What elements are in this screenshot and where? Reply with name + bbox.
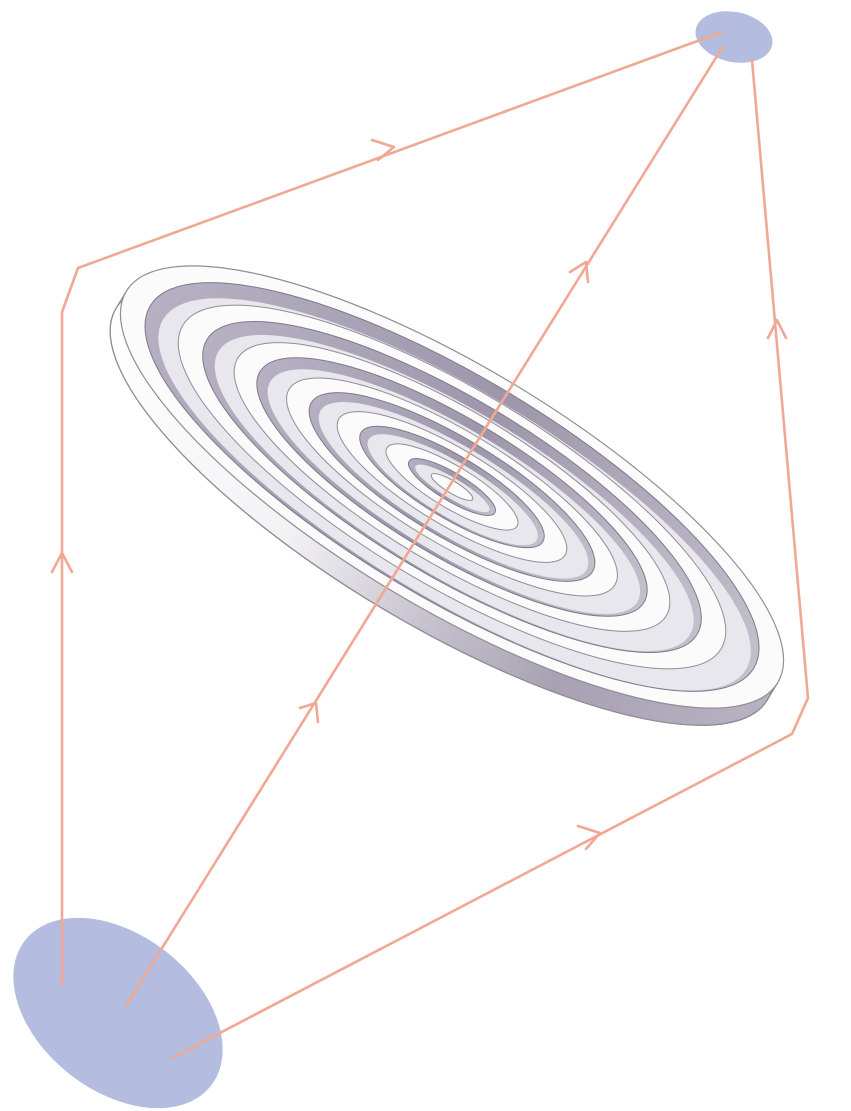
ray-right [170, 58, 810, 1060]
ray-middle-arrow-lower [298, 701, 320, 724]
source-spot [13, 917, 223, 1109]
image-spot [695, 11, 773, 63]
ray-right-arrow-upper [766, 318, 788, 340]
zone-plate-grooves [144, 282, 760, 692]
ray-left-arrow-lower [50, 551, 74, 574]
ray-middle-arrow-upper [568, 260, 590, 284]
ray-left-arrow-upper [370, 138, 396, 162]
ray-left [60, 30, 724, 987]
ray-middle [124, 46, 724, 1008]
ray-right-arrow-lower [576, 824, 602, 851]
zone-plate [109, 265, 785, 726]
light-rays [50, 30, 810, 1060]
